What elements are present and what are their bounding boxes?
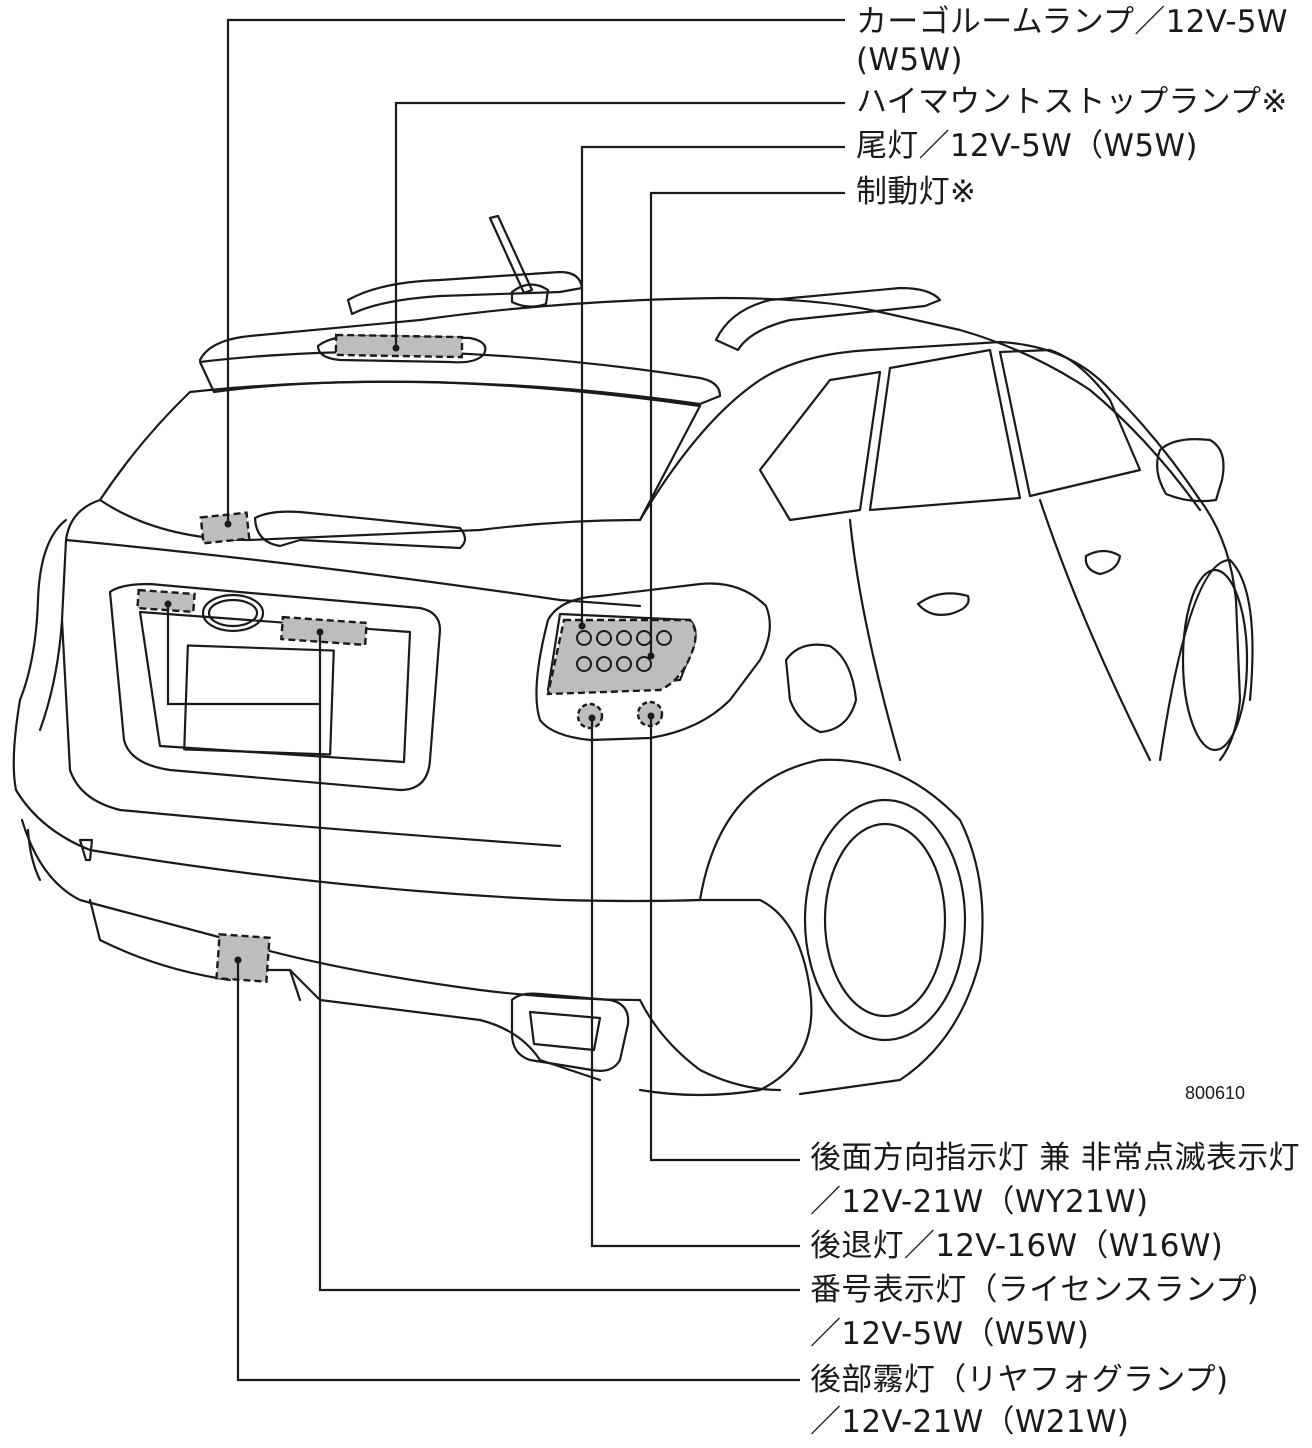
callout-rear-fog-lamp-line1: 後部霧灯（リヤフォグランプ) (810, 1362, 1229, 1398)
tailgate-panel (66, 540, 640, 606)
license-lamp-right-area (280, 615, 368, 647)
rear-wheel-arch (700, 760, 983, 960)
leader-high-mount-stop-lamp (394, 101, 845, 348)
callout-cargo-room-lamp-line2: (W5W) (856, 42, 963, 78)
fuel-lid (786, 645, 856, 732)
side-window-quarter (1000, 350, 1140, 496)
leader-tail-lamp (580, 145, 845, 626)
spoiler (200, 352, 720, 404)
callout-brake-lamp: 制動灯※ (856, 174, 977, 210)
rear-wiper (255, 512, 465, 548)
tailgate-left-edge (40, 500, 100, 730)
leader-lines (166, 18, 845, 1382)
bumper-diffuser (250, 970, 600, 1080)
leader-rear-fog-lamp (236, 960, 800, 1382)
leader-license-lamp-left (166, 604, 320, 706)
lamp-highlights (136, 333, 697, 983)
bumper-reflector (512, 994, 628, 1071)
license-plate-area (184, 645, 334, 754)
roof-rails (348, 272, 940, 350)
leader-dots (164, 344, 655, 964)
leader-brake-lamp (649, 191, 845, 656)
tail-lamp-bulbs (576, 630, 672, 672)
callout-backup-lamp: 後退灯／12V-16W（W16W) (810, 1228, 1224, 1264)
license-lamp-left-area (136, 588, 196, 614)
antenna (490, 216, 548, 307)
leader-cargo-room-lamp (226, 18, 845, 524)
callout-rear-turn-signal-line2: ／12V-21W（WY21W) (810, 1184, 1149, 1220)
figure-code: 800610 (1185, 1083, 1246, 1103)
rear-wheel (805, 800, 965, 1040)
front-wheel-arch (1160, 560, 1253, 760)
leader-backup-lamp (590, 718, 800, 1248)
callout-cargo-room-lamp-line1: カーゴルームランプ／12V-5W (856, 4, 1288, 40)
roof-outline (200, 298, 1200, 510)
side-mirror (1157, 439, 1223, 501)
door-handle-rear (918, 593, 969, 615)
license-garnish (110, 584, 440, 790)
body-side (640, 342, 1240, 760)
callout-high-mount-stop-lamp: ハイマウントストップランプ※ (856, 84, 1288, 120)
emblem (203, 595, 263, 631)
callout-license-lamp-line2: ／12V-5W（W5W) (810, 1316, 1090, 1352)
callout-tail-lamp: 尾灯／12V-5W（W5W) (856, 128, 1198, 164)
leader-license-lamp (318, 632, 800, 1292)
door-handle-front (1086, 551, 1120, 574)
callout-license-lamp-line1: 番号表示灯（ライセンスランプ) (810, 1272, 1260, 1308)
side-window-rear (760, 372, 880, 520)
callout-rear-turn-signal-line1: 後面方向指示灯 兼 非常点滅表示灯 (810, 1140, 1300, 1176)
cargo-lamp-area (199, 511, 251, 545)
front-wheel (1183, 570, 1247, 750)
leader-rear-turn-signal (649, 716, 800, 1162)
hmsl-lamp-area (334, 333, 464, 359)
rear-fog-lamp-area (215, 933, 271, 983)
rear-window (100, 382, 700, 540)
callout-rear-fog-lamp-line2: ／12V-21W（W21W) (810, 1404, 1130, 1440)
side-window-front (870, 350, 1020, 510)
tail-lamp-housing (536, 583, 769, 740)
